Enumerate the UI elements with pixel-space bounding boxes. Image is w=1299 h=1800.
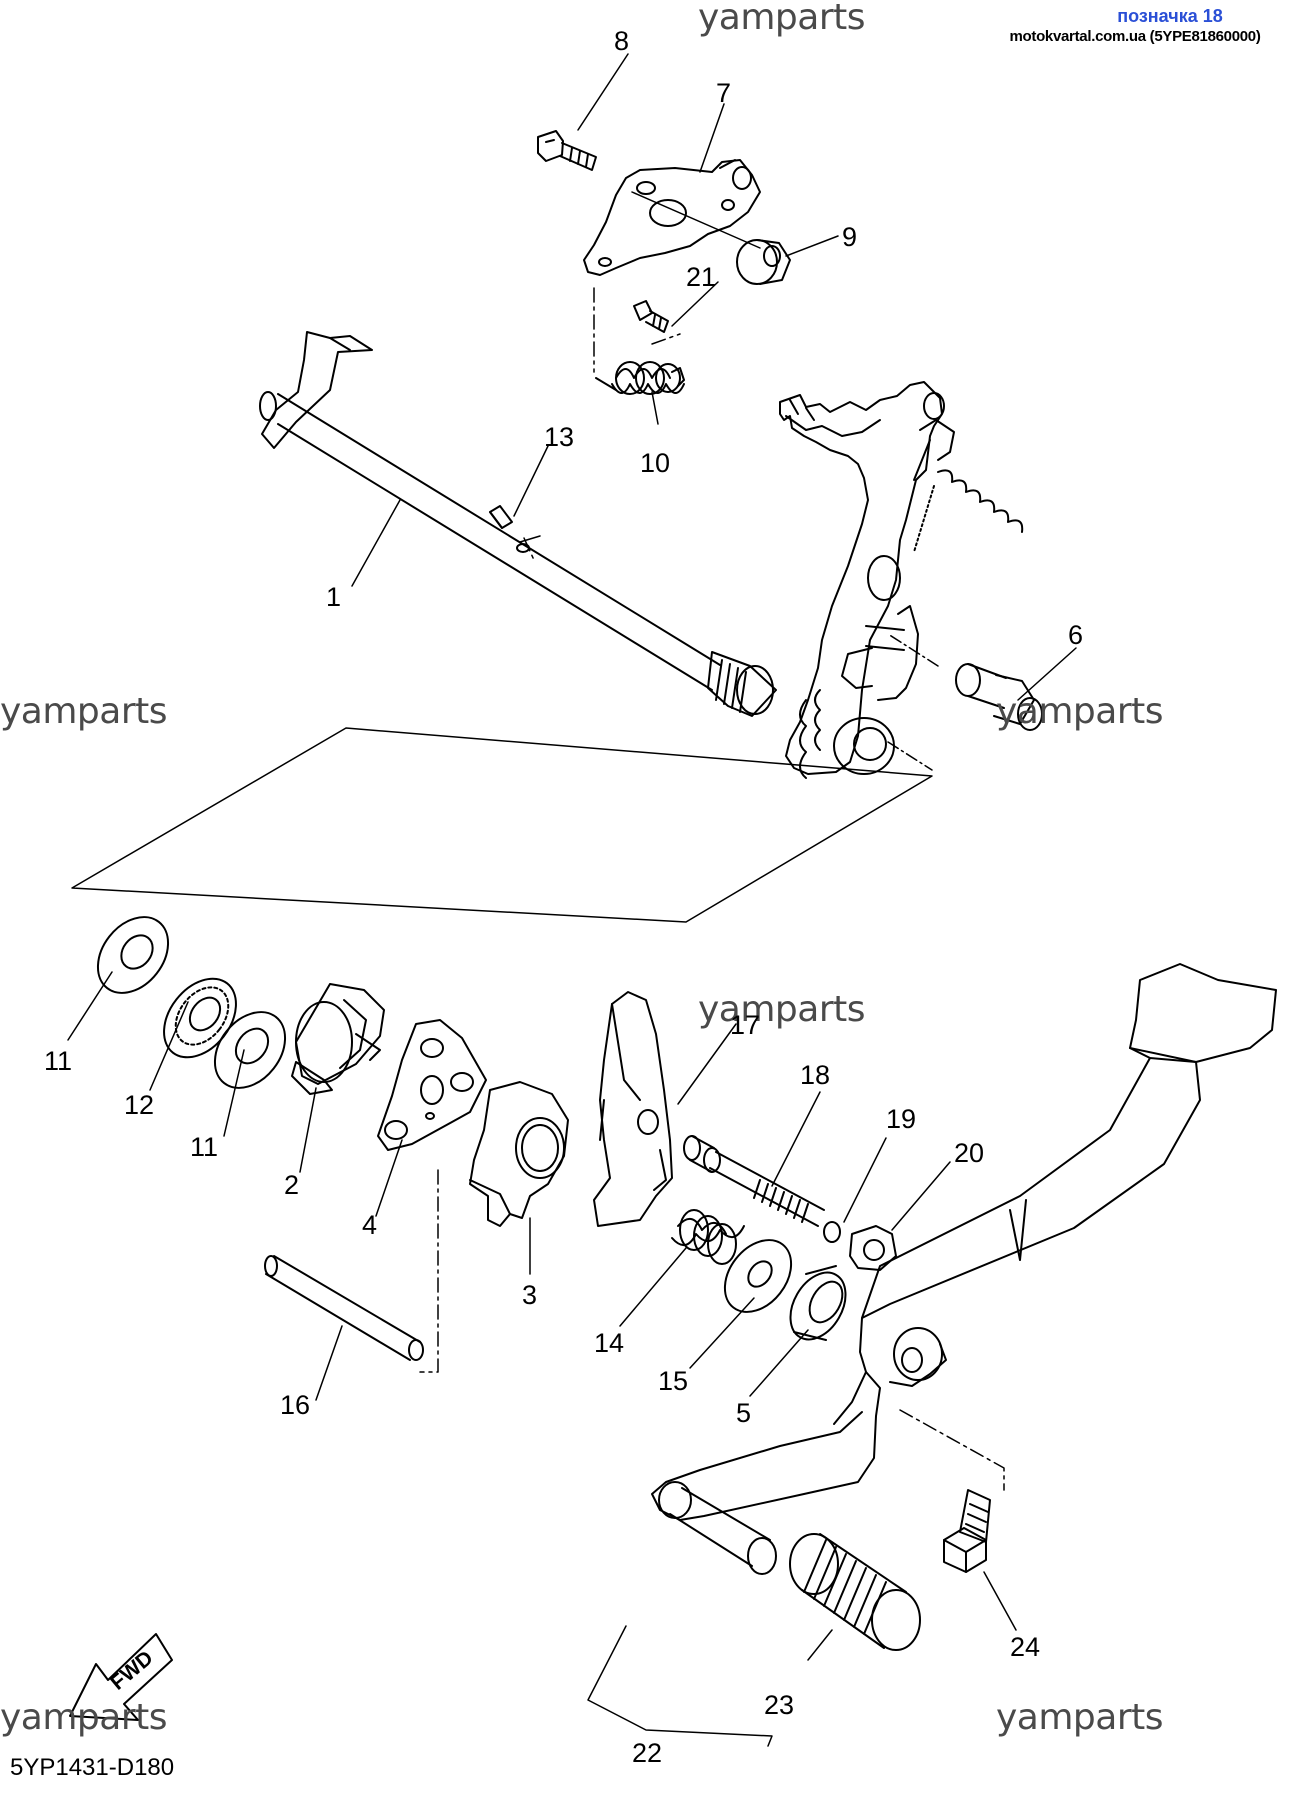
watermark-left: yamparts: [0, 691, 168, 732]
part-16-shaft: [264, 1255, 424, 1361]
callout-14[interactable]: 14: [594, 1328, 625, 1358]
callout-4[interactable]: 4: [362, 1210, 378, 1240]
callout-15[interactable]: 15: [658, 1366, 689, 1396]
part-18-pivot-bolt: [683, 1135, 825, 1227]
part-10-spring: [595, 361, 685, 395]
callout-23[interactable]: 23: [764, 1690, 795, 1720]
callout-11-b[interactable]: 11: [190, 1132, 219, 1162]
callout-21[interactable]: 21: [686, 262, 717, 292]
watermark-top: yamparts: [698, 0, 866, 38]
part-4-plate: [377, 1019, 487, 1151]
callout-10[interactable]: 10: [640, 448, 671, 478]
part-14-spring: [671, 1209, 745, 1265]
watermark-bottom-right: yamparts: [996, 1697, 1164, 1738]
part-5-bushing: [789, 1265, 847, 1341]
part-2-cam: [291, 983, 385, 1095]
part-3-lever: [469, 1081, 569, 1227]
callout-1[interactable]: 1: [326, 582, 342, 612]
diagram-code: 5YP1431-D180: [10, 1754, 175, 1781]
watermark-middle: yamparts: [698, 989, 866, 1030]
callout-22[interactable]: 22: [632, 1738, 663, 1768]
part-22-shift-pedal: [651, 963, 1277, 1575]
callout-11-a[interactable]: 11: [44, 1046, 73, 1076]
reference-lines: [71, 287, 1005, 1491]
leader-lines: [67, 53, 1077, 1747]
part-1-shift-shaft: [259, 331, 777, 717]
shift-arm-assembly: [779, 381, 1024, 779]
callout-2[interactable]: 2: [284, 1170, 300, 1200]
callout-5[interactable]: 5: [736, 1398, 752, 1428]
callout-7[interactable]: 7: [716, 78, 732, 108]
callout-18[interactable]: 18: [800, 1060, 831, 1090]
callout-6[interactable]: 6: [1068, 620, 1084, 650]
header-title: позначка 18: [1117, 6, 1223, 26]
callout-12[interactable]: 12: [124, 1090, 155, 1120]
callout-13[interactable]: 13: [544, 422, 575, 452]
watermark-right: yamparts: [996, 691, 1164, 732]
part-19-o-ring: [823, 1221, 841, 1243]
callout-19[interactable]: 19: [886, 1104, 917, 1134]
part-21-bolt: [633, 300, 669, 333]
callout-20[interactable]: 20: [954, 1138, 985, 1168]
part-23-pedal-rubber: [789, 1533, 921, 1651]
callout-16[interactable]: 16: [280, 1390, 311, 1420]
part-11-washer-b: [213, 1011, 287, 1089]
part-20-nut: [849, 1225, 897, 1271]
part-7-bracket: [583, 159, 761, 276]
callout-17[interactable]: 17: [730, 1010, 761, 1040]
part-24-bolt: [943, 1489, 991, 1573]
part-15-washer: [723, 1239, 793, 1313]
part-17-arm: [593, 991, 673, 1227]
part-11-washer-a: [96, 916, 170, 994]
callout-3[interactable]: 3: [522, 1280, 538, 1310]
callout-9[interactable]: 9: [842, 222, 858, 252]
fwd-arrow-icon: [69, 1633, 173, 1721]
part-9-collar: [736, 239, 791, 285]
callout-24[interactable]: 24: [1010, 1632, 1041, 1662]
part-6-bolt: [955, 663, 1043, 731]
watermark-bottom-left: yamparts: [0, 1697, 168, 1738]
part-8-bolt: [537, 130, 597, 171]
part-13-pin: [489, 505, 513, 529]
callout-8[interactable]: 8: [614, 26, 630, 56]
header-subtitle: motokvartal.com.ua (5YPE81860000): [1009, 28, 1261, 45]
